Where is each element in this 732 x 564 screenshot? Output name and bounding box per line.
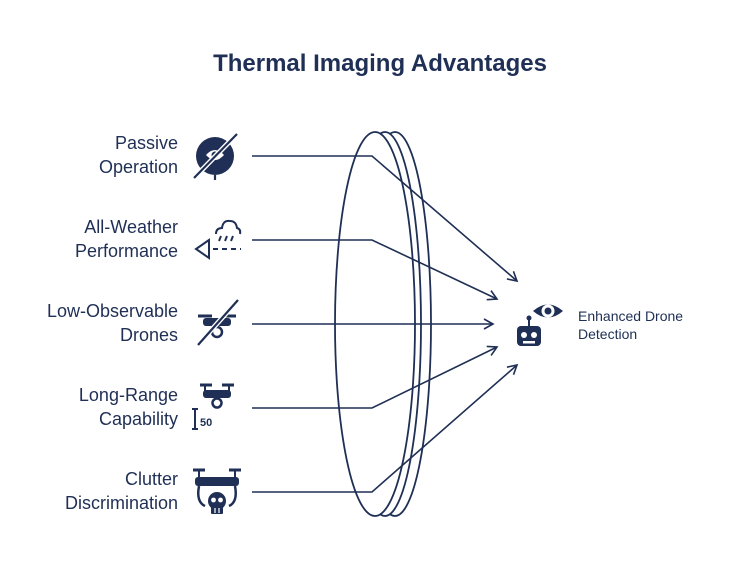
rays <box>252 155 519 493</box>
eye-slash-icon <box>192 132 239 180</box>
robot-icon <box>517 315 541 346</box>
label-enhanced-drone-detection: Enhanced Drone Detection <box>578 308 684 342</box>
drone-range-icon: 50 <box>192 383 234 430</box>
drone-skull-icon <box>193 468 241 514</box>
ray-clutter-discrimination <box>252 363 519 493</box>
label-all-weather-performance: All-Weather Performance <box>74 217 178 261</box>
label-clutter-discrimination: Clutter Discrimination <box>64 469 178 513</box>
label-passive-operation: Passive Operation <box>98 133 178 177</box>
cloud-rain-signal-icon <box>194 219 242 260</box>
label-low-observable-drones: Low-Observable Drones <box>46 301 178 345</box>
range-badge: 50 <box>200 417 212 429</box>
ray-passive-operation <box>252 155 519 283</box>
ray-all-weather-performance <box>252 239 499 301</box>
page-title: Thermal Imaging Advantages <box>213 50 547 77</box>
ray-long-range-capability <box>252 345 499 409</box>
drone-slash-icon <box>196 298 240 347</box>
label-long-range-capability: Long-Range Capability <box>78 385 178 429</box>
eye-icon <box>533 304 563 318</box>
